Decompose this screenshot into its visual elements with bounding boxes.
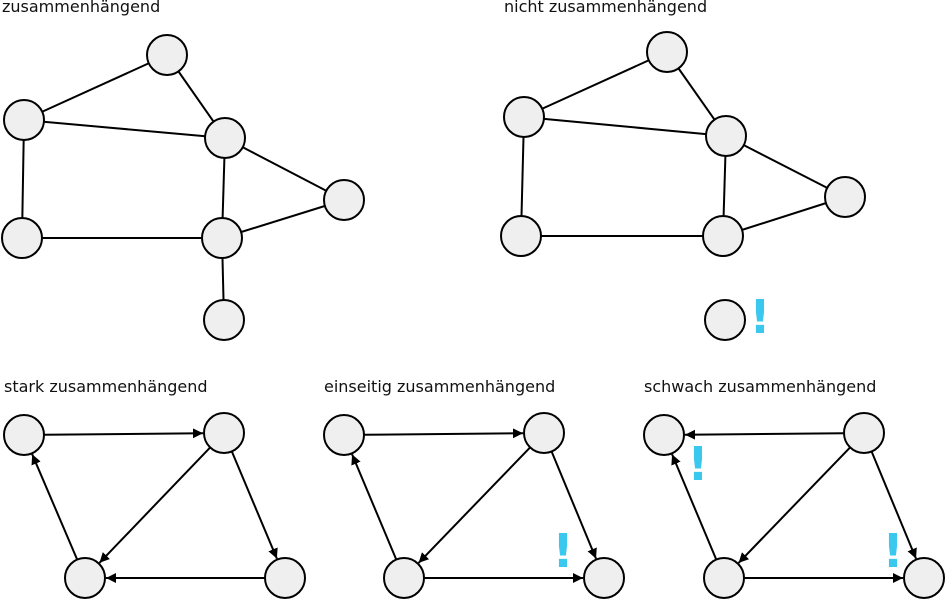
graph-node xyxy=(583,557,625,599)
graph-node xyxy=(204,117,246,159)
graph-node xyxy=(643,414,685,456)
directed-edge xyxy=(230,451,278,559)
graph-node xyxy=(824,176,866,218)
directed-edge xyxy=(363,428,524,439)
directed-edge xyxy=(351,454,398,560)
graph-node xyxy=(383,557,425,599)
edge xyxy=(224,137,345,201)
graph-node xyxy=(503,96,545,138)
panel-title-weakly-connected: schwach zusammenhängend xyxy=(644,377,876,396)
nodes xyxy=(1,34,365,341)
directed-edge xyxy=(550,451,597,559)
directed-edge xyxy=(98,446,211,564)
edges xyxy=(671,429,917,583)
panel-title-connected: zusammenhängend xyxy=(2,0,160,16)
graph-node xyxy=(323,414,365,456)
graph-node xyxy=(3,99,45,141)
graph-node xyxy=(705,115,747,157)
panel-strongly-connected: stark zusammenhängend xyxy=(3,377,306,599)
panel-unilaterally-connected: einseitig zusammenhängend ! xyxy=(323,377,625,599)
graph-node xyxy=(323,179,365,221)
panel-weakly-connected: schwach zusammenhängend !! xyxy=(643,377,945,599)
nodes xyxy=(3,412,306,599)
edge xyxy=(221,199,345,239)
edge xyxy=(725,135,846,198)
directed-edge xyxy=(870,451,917,559)
highlights: ! xyxy=(553,524,574,578)
directed-edge xyxy=(31,453,79,560)
graph-node xyxy=(264,557,306,599)
graph-node xyxy=(500,215,542,257)
nodes xyxy=(323,412,625,599)
edge xyxy=(523,51,668,118)
edge xyxy=(722,196,846,237)
nodes xyxy=(500,31,866,341)
graph-node xyxy=(201,217,243,259)
directed-edge xyxy=(417,446,531,564)
graph-node xyxy=(1,217,43,259)
edge xyxy=(23,54,168,121)
directed-edge xyxy=(737,446,851,564)
edge xyxy=(23,119,226,139)
edges xyxy=(351,428,597,583)
graph-node xyxy=(64,557,106,599)
exclamation-mark-icon: ! xyxy=(750,290,771,344)
panel-title-unilaterally-connected: einseitig zusammenhängend xyxy=(324,377,555,396)
graph-node xyxy=(146,34,188,76)
directed-edge xyxy=(684,429,845,440)
nodes xyxy=(643,412,945,599)
directed-edge xyxy=(671,454,718,560)
highlights: ! xyxy=(750,290,771,344)
graph-node xyxy=(3,414,45,456)
exclamation-mark-icon: ! xyxy=(883,524,904,578)
panel-connected: zusammenhängend xyxy=(1,0,365,341)
directed-edge xyxy=(43,428,204,439)
panel-title-strongly-connected: stark zusammenhängend xyxy=(4,377,208,396)
panel-not-connected: nicht zusammenhängend ! xyxy=(500,0,866,344)
graph-node xyxy=(702,215,744,257)
graph-node xyxy=(843,412,885,454)
graph-node xyxy=(203,412,245,454)
graph-node xyxy=(704,299,746,341)
edges xyxy=(31,428,278,583)
graph-node xyxy=(646,31,688,73)
edge xyxy=(523,116,727,137)
exclamation-mark-icon: ! xyxy=(688,437,709,491)
edges xyxy=(21,54,345,321)
edges xyxy=(520,51,846,237)
exclamation-mark-icon: ! xyxy=(553,524,574,578)
graph-node xyxy=(703,557,745,599)
graph-node xyxy=(203,299,245,341)
graph-node xyxy=(903,557,945,599)
highlights: !! xyxy=(688,437,904,578)
panel-title-not-connected: nicht zusammenhängend xyxy=(504,0,707,16)
graph-node xyxy=(523,412,565,454)
